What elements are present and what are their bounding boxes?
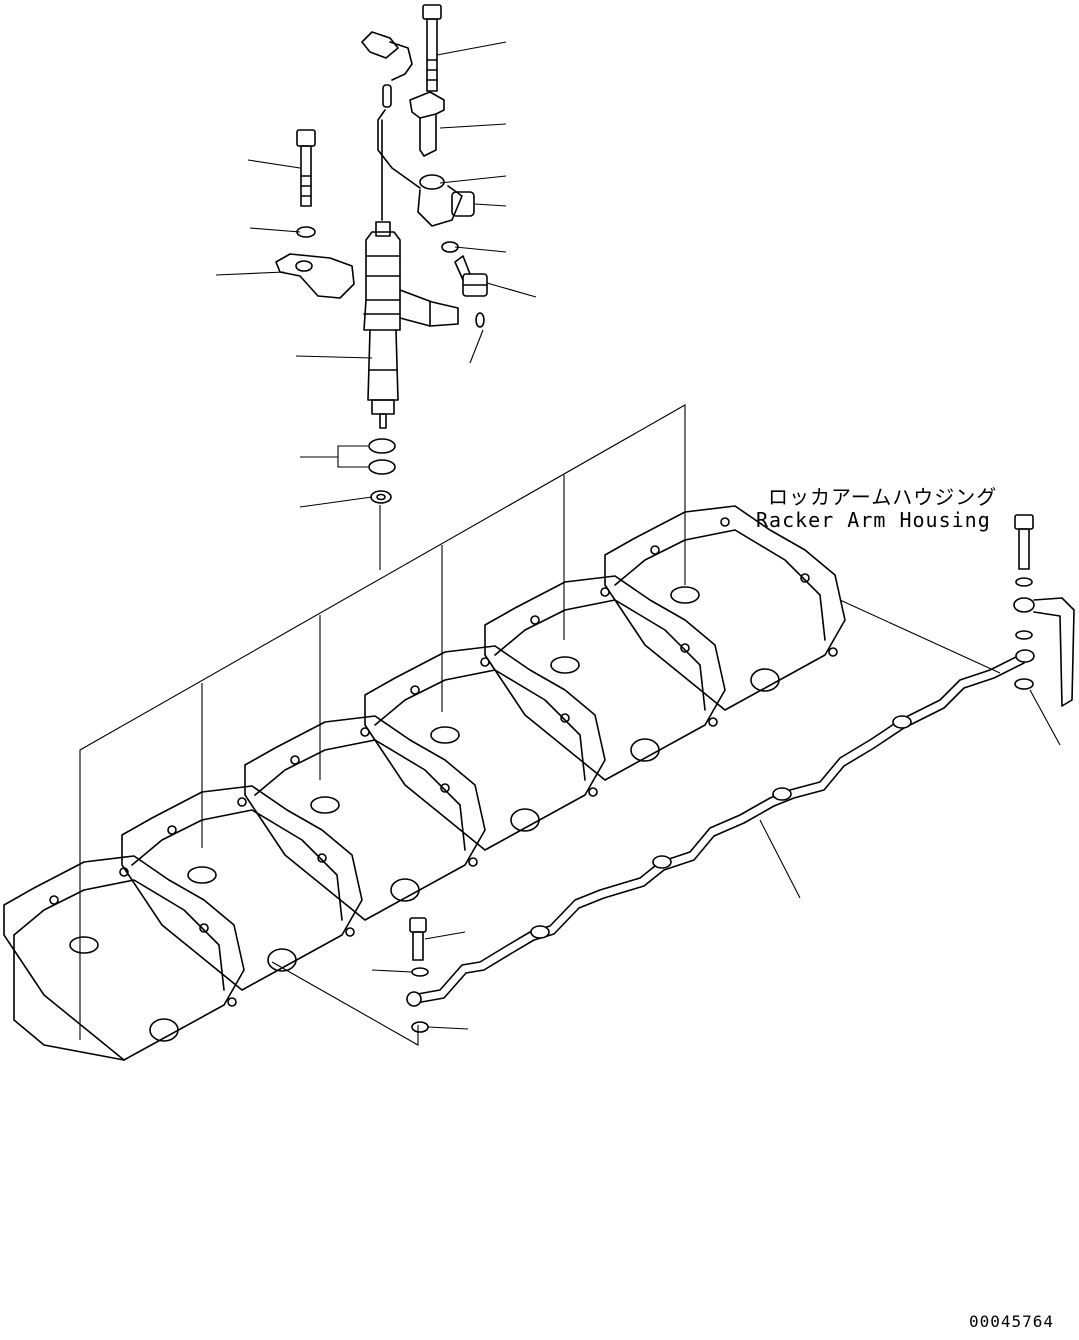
injector-gasket [370, 490, 392, 504]
rocker-arm-housing [364, 645, 606, 851]
wire-harness-connector [361, 31, 421, 221]
banjo-bolt-group [1013, 514, 1075, 707]
leader-lines [79, 41, 1061, 1046]
rocker-arm-housing [3, 855, 245, 1061]
rocker-arm-housings [3, 505, 846, 1061]
connector-sleeve [409, 91, 445, 157]
rocker-arm-housing [484, 575, 726, 781]
fuel-injector [363, 221, 459, 429]
injector-clamp [275, 253, 355, 299]
drawing-number: 00045764 [969, 1312, 1055, 1331]
rocker-arm-housing [604, 505, 846, 711]
fuel-return-tube [406, 649, 1035, 1007]
small-o-ring [475, 312, 485, 328]
housing-label-japanese: ロッカアームハウジング [768, 485, 998, 509]
housing-label-english: Racker Arm Housing [756, 508, 991, 532]
injector-o-ring-upper [368, 438, 396, 454]
rocker-arm-housing [121, 785, 363, 991]
mounting-bolt [454, 255, 488, 297]
lower-bolt-group [409, 917, 429, 1033]
injector-assembly [275, 4, 488, 504]
rocker-arm-housing [244, 715, 486, 921]
clamp-bolt [296, 129, 316, 238]
sensor-connector-body [417, 174, 475, 253]
injector-o-ring-lower [368, 459, 396, 475]
long-bolt [422, 4, 442, 92]
